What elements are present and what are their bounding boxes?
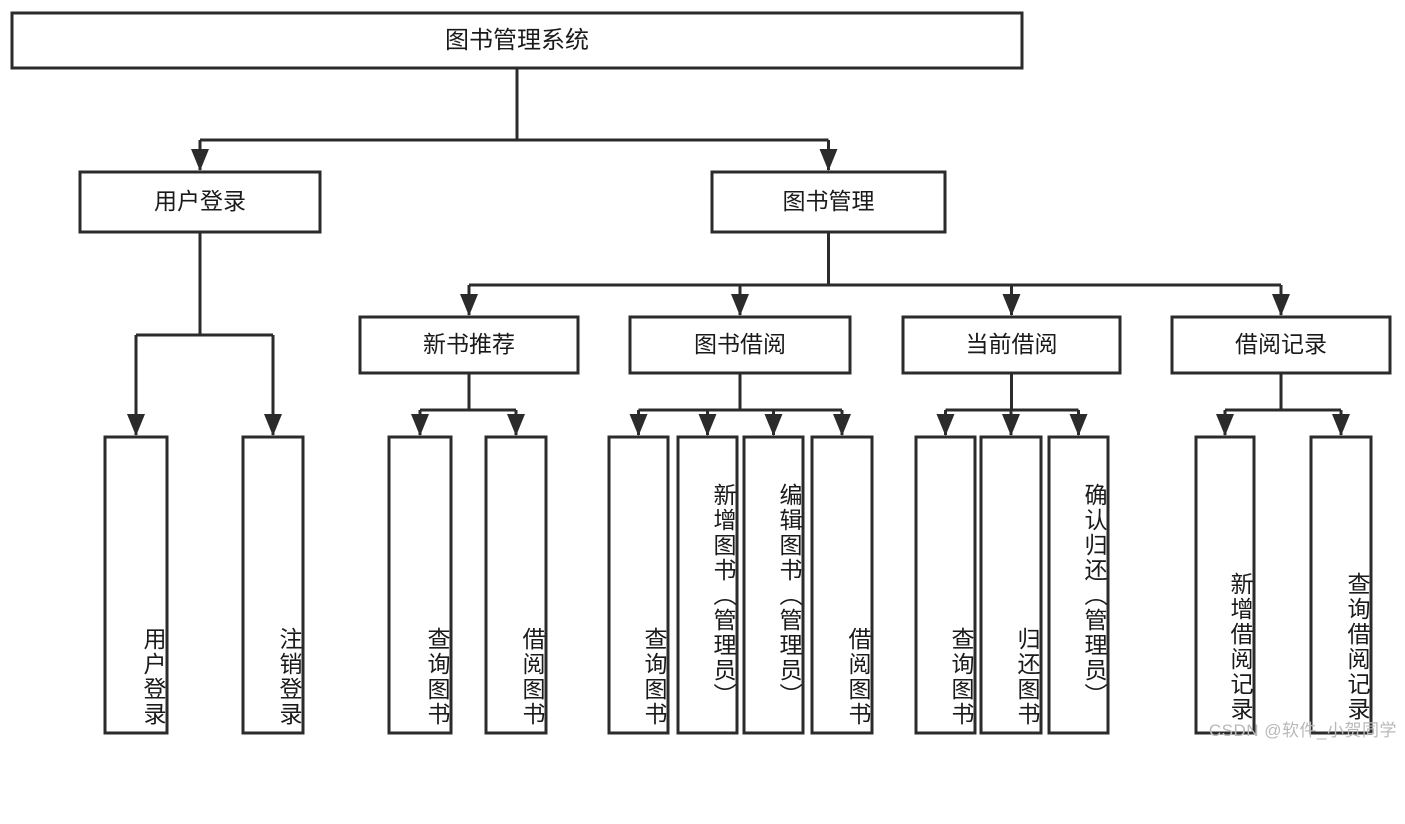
node-新书推荐-rect[interactable] xyxy=(358,315,580,375)
node-图书管理-rect[interactable] xyxy=(710,170,947,234)
node-图书借阅[interactable]: 图书借阅 xyxy=(628,315,852,375)
node-用户登录-label: 用户登录 xyxy=(154,188,246,214)
arrowhead-icon xyxy=(731,294,749,316)
node-leaf-查询图书-rect[interactable] xyxy=(914,435,977,735)
connector-edges xyxy=(127,68,1350,436)
arrowhead-icon xyxy=(264,414,282,436)
node-leaf-查询图书[interactable] xyxy=(607,435,670,735)
arrowhead-icon xyxy=(191,149,209,171)
node-leaf-查询图书[interactable] xyxy=(387,435,453,735)
arrowhead-icon xyxy=(764,414,783,436)
arrowhead-icon xyxy=(833,414,851,436)
node-图书借阅-rect[interactable] xyxy=(628,315,852,375)
arrowhead-icon xyxy=(460,294,478,316)
arrowhead-icon xyxy=(1332,414,1350,436)
arrowhead-icon xyxy=(629,414,648,436)
arrowhead-icon xyxy=(698,414,717,436)
node-新书推荐-label: 新书推荐 xyxy=(423,331,515,357)
node-leaf-新增借阅记录-rect[interactable] xyxy=(1194,435,1256,735)
arrowhead-icon xyxy=(1069,414,1088,436)
node-图书借阅-label: 图书借阅 xyxy=(694,331,786,357)
node-当前借阅-label: 当前借阅 xyxy=(966,331,1058,357)
node-用户登录-rect[interactable] xyxy=(78,170,322,234)
node-leaf-注销登录-rect[interactable] xyxy=(241,435,305,735)
node-leaf-确认归还管理员-rect[interactable] xyxy=(1047,435,1110,735)
arrowhead-icon xyxy=(411,414,429,436)
node-leaf-查询图书[interactable] xyxy=(914,435,977,735)
node-当前借阅[interactable]: 当前借阅 xyxy=(901,315,1122,375)
watermark-text: CSDN @软件_小贺同学 xyxy=(1208,721,1397,740)
node-leaf-编辑图书管理员-rect[interactable] xyxy=(742,435,805,735)
node-leaf-借阅图书[interactable] xyxy=(484,435,548,735)
node-leaf-归还图书-rect[interactable] xyxy=(979,435,1043,735)
node-leaf-新增借阅记录[interactable] xyxy=(1194,435,1256,735)
node-图书管理-label: 图书管理 xyxy=(783,188,875,214)
arrowhead-icon xyxy=(1002,414,1020,436)
node-leaf-新增图书管理员-rect[interactable] xyxy=(676,435,739,735)
node-leaf-确认归还管理员[interactable] xyxy=(1047,435,1110,735)
arrowhead-icon xyxy=(127,414,145,436)
node-leaf-新增图书管理员[interactable] xyxy=(676,435,739,735)
node-leaf-归还图书[interactable] xyxy=(979,435,1043,735)
node-leaf-用户登录[interactable] xyxy=(103,435,169,735)
arrowhead-icon xyxy=(819,149,838,171)
node-当前借阅-rect[interactable] xyxy=(901,315,1122,375)
node-leaf-借阅图书-rect[interactable] xyxy=(484,435,548,735)
arrowhead-icon xyxy=(1272,294,1290,316)
arrowhead-icon xyxy=(1216,414,1234,436)
node-root-图书管理系统[interactable]: 图书管理系统 xyxy=(10,11,1024,70)
node-root-图书管理系统-label: 图书管理系统 xyxy=(445,27,589,54)
node-借阅记录-rect[interactable] xyxy=(1170,315,1392,375)
node-leaf-查询借阅记录-rect[interactable] xyxy=(1309,435,1373,735)
arrowhead-icon xyxy=(1002,294,1021,316)
node-借阅记录-label: 借阅记录 xyxy=(1235,331,1327,357)
arrowhead-icon xyxy=(936,414,955,436)
node-leaf-注销登录[interactable] xyxy=(241,435,305,735)
node-leaf-查询图书-rect[interactable] xyxy=(387,435,453,735)
arrowhead-icon xyxy=(507,414,525,436)
node-leaf-用户登录-rect[interactable] xyxy=(103,435,169,735)
node-leaf-查询图书-rect[interactable] xyxy=(607,435,670,735)
node-图书管理[interactable]: 图书管理 xyxy=(710,170,947,234)
node-leaf-借阅图书[interactable] xyxy=(810,435,874,735)
node-用户登录[interactable]: 用户登录 xyxy=(78,170,322,234)
node-借阅记录[interactable]: 借阅记录 xyxy=(1170,315,1392,375)
node-root-图书管理系统-rect[interactable] xyxy=(10,11,1024,70)
node-新书推荐[interactable]: 新书推荐 xyxy=(358,315,580,375)
node-leaf-编辑图书管理员[interactable] xyxy=(742,435,805,735)
node-leaf-借阅图书-rect[interactable] xyxy=(810,435,874,735)
node-leaf-查询借阅记录[interactable] xyxy=(1309,435,1373,735)
